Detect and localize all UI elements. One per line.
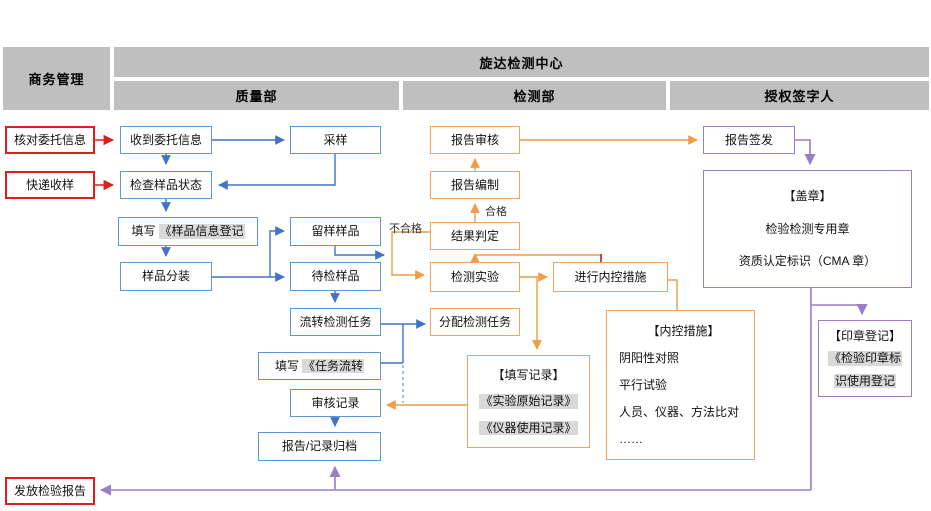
- fill-sample-prefix: 填写: [131, 224, 156, 239]
- node-review-record: 审核记录: [290, 389, 381, 417]
- lane-header-testing: 检测部: [403, 81, 666, 110]
- edge-label-pass: 合格: [485, 206, 507, 218]
- seal-register-line-1: 《检验印章标: [827, 351, 902, 366]
- lane-header-business: 商务管理: [3, 47, 110, 110]
- node-sample-split: 样品分装: [120, 262, 212, 291]
- node-seal-register-group: 【印章登记】 《检验印章标 识使用登记: [818, 320, 912, 397]
- ic-measures-item-3: 人员、仪器、方法比对: [619, 404, 740, 419]
- fill-sample-form-name: 《样品信息登记: [158, 224, 245, 239]
- lane-header-quality: 质量部: [114, 81, 399, 110]
- node-fill-task-transfer: 填写 《任务流转: [258, 352, 381, 380]
- ic-measures-item-1: 阴阳性对照: [619, 350, 680, 365]
- stamp-line-2: 资质认定标识（CMA 章）: [738, 254, 877, 269]
- node-internal-control-measures: 【内控措施】 阴阳性对照 平行试验 人员、仪器、方法比对 ……: [606, 310, 755, 460]
- edge-label-fail: 不合格: [389, 223, 422, 235]
- node-archive: 报告/记录归档: [258, 432, 381, 461]
- lane-header-center: 旋达检测中心: [114, 47, 929, 77]
- fill-task-form-name: 《任务流转: [302, 358, 365, 374]
- stamp-line-1: 检验检测专用章: [765, 221, 850, 236]
- ic-measures-item-2: 平行试验: [619, 377, 668, 392]
- node-report-review: 报告审核: [430, 126, 520, 154]
- node-report-sign: 报告签发: [703, 126, 795, 154]
- node-transfer-test-task: 流转检测任务: [290, 308, 381, 336]
- node-pending-sample: 待检样品: [290, 262, 381, 291]
- seal-register-title: 【印章登记】: [828, 328, 901, 343]
- node-express-receive: 快递收样: [5, 171, 95, 199]
- node-check-sample-status: 检查样品状态: [120, 171, 212, 199]
- node-receive-commission-info: 收到委托信息: [120, 126, 212, 154]
- fill-records-title: 【填写记录】: [492, 367, 565, 382]
- node-assign-test-task: 分配检测任务: [430, 308, 520, 336]
- node-internal-control: 进行内控措施: [553, 262, 668, 292]
- node-report-prepare: 报告编制: [430, 171, 520, 199]
- node-stamp-group: 【盖章】 检验检测专用章 资质认定标识（CMA 章）: [703, 170, 912, 288]
- node-sampling: 采样: [290, 126, 381, 154]
- lane-header-signer: 授权签字人: [670, 81, 929, 110]
- node-issue-report: 发放检验报告: [5, 477, 95, 505]
- node-fill-records-group: 【填写记录】 《实验原始记录》 《仪器使用记录》: [467, 355, 590, 448]
- ic-measures-title: 【内控措施】: [647, 323, 720, 338]
- fill-task-prefix: 填写: [274, 358, 299, 373]
- node-result-judgement: 结果判定: [430, 222, 520, 250]
- node-retained-sample: 留样样品: [290, 217, 381, 246]
- fill-records-item-1: 《实验原始记录》: [479, 394, 578, 409]
- seal-register-line-2: 识使用登记: [833, 373, 896, 389]
- node-check-commission-info: 核对委托信息: [5, 126, 95, 154]
- node-test-experiment: 检测实验: [430, 262, 520, 292]
- stamp-title: 【盖章】: [783, 189, 832, 204]
- fill-records-item-2: 《仪器使用记录》: [479, 420, 578, 436]
- node-fill-sample-register: 填写 《样品信息登记: [118, 217, 258, 246]
- ic-measures-item-4: ……: [619, 431, 643, 446]
